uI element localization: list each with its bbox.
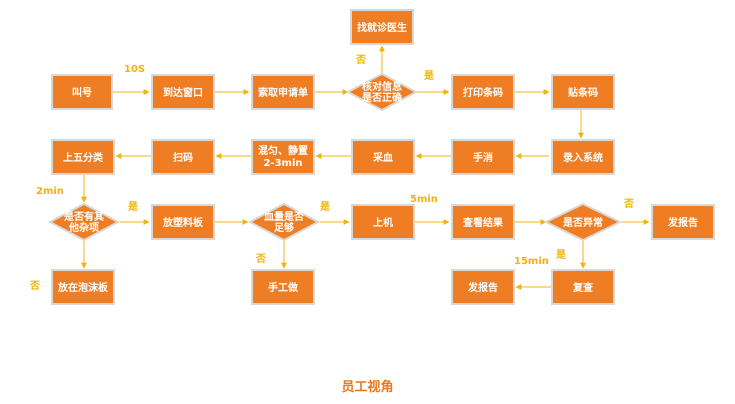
connectors [81, 45, 650, 290]
node-recheck [551, 269, 615, 305]
node-find-doctor [350, 9, 414, 45]
label-arrive-window: 到达窗口 [163, 86, 203, 99]
label-scan-code: 扫码 [173, 151, 193, 164]
decision-verify-info [345, 72, 419, 112]
note-yes-abnormal: 是 [555, 249, 566, 261]
node-call [51, 74, 113, 110]
label-load-machine: 上机 [373, 216, 393, 229]
process-boxes [51, 9, 715, 305]
node-print-barcode [451, 74, 515, 110]
node-manual [251, 269, 315, 305]
label-mix-rest-line1: 混匀、静置 [258, 144, 308, 157]
node-arrive-window [151, 74, 215, 110]
node-report-bottom [451, 269, 515, 305]
label-disinfect: 手消 [473, 151, 493, 164]
decision-blood-enough [247, 202, 321, 242]
label-blood-enough-line1: 血量是否 [264, 210, 304, 223]
label-recheck: 复查 [572, 281, 594, 294]
note-10s: 10S [124, 64, 145, 75]
node-stick-barcode [551, 74, 615, 110]
decision-abnormal [543, 202, 623, 242]
node-load-machine [351, 204, 415, 240]
node-plastic-plate [151, 204, 215, 240]
note-5min: 5min [410, 194, 438, 205]
node-mix-rest [251, 139, 315, 175]
label-impurity-line2: 他杂项 [68, 221, 99, 234]
label-stick-barcode: 贴条码 [567, 86, 598, 99]
note-no-abnormal: 否 [623, 198, 634, 210]
label-upper-five: 上五分类 [63, 151, 103, 164]
label-get-form: 索取申请单 [258, 86, 308, 99]
note-no-verify: 否 [355, 54, 366, 66]
node-view-result [451, 204, 515, 240]
label-report-bottom: 发报告 [467, 281, 498, 294]
decision-impurity [47, 202, 121, 242]
note-15min: 15min [514, 256, 549, 267]
label-manual: 手工做 [268, 281, 299, 294]
note-yes-impurity: 是 [127, 201, 138, 213]
note-no-impurity: 否 [29, 280, 40, 292]
note-2min: 2min [36, 186, 64, 197]
label-abnormal: 是否异常 [562, 216, 603, 229]
label-verify-info-line1: 核对信息 [362, 80, 402, 93]
label-find-doctor: 找就诊医生 [357, 21, 407, 34]
annotations: 10S 是 否 2min 是 否 是 否 5min 否 是 15min [29, 54, 634, 292]
label-mix-rest-line2: 2-3min [263, 158, 302, 169]
label-verify-info-line2: 是否正确 [361, 91, 402, 104]
label-impurity-line1: 是否有其 [63, 210, 104, 223]
node-report-right [651, 204, 715, 240]
node-disinfect [451, 139, 515, 175]
node-get-form [251, 74, 315, 110]
note-yes-verify: 是 [423, 70, 434, 82]
label-call: 叫号 [72, 86, 92, 99]
label-enter-system: 录入系统 [563, 151, 603, 164]
note-no-blood: 否 [255, 253, 266, 265]
label-collect-blood: 采血 [372, 151, 393, 164]
note-yes-blood: 是 [319, 201, 330, 213]
diagram-caption: 员工视角 [341, 380, 394, 395]
label-print-barcode: 打印条码 [463, 86, 503, 99]
label-report-right: 发报告 [667, 216, 698, 229]
label-foam-board: 放在泡沫板 [57, 281, 109, 294]
node-scan-code [151, 139, 215, 175]
label-view-result: 查看结果 [462, 216, 504, 229]
decision-diamonds [47, 72, 623, 242]
node-labels: 叫号 到达窗口 索取申请单 核对信息 是否正确 找就诊医生 打印条码 贴条码 录… [57, 21, 698, 294]
label-blood-enough-line2: 足够 [274, 221, 294, 234]
node-collect-blood [351, 139, 415, 175]
label-plastic-plate: 放塑料板 [162, 216, 204, 229]
node-upper-five [51, 139, 115, 175]
node-enter-system [551, 139, 615, 175]
node-foam-board [51, 269, 115, 305]
